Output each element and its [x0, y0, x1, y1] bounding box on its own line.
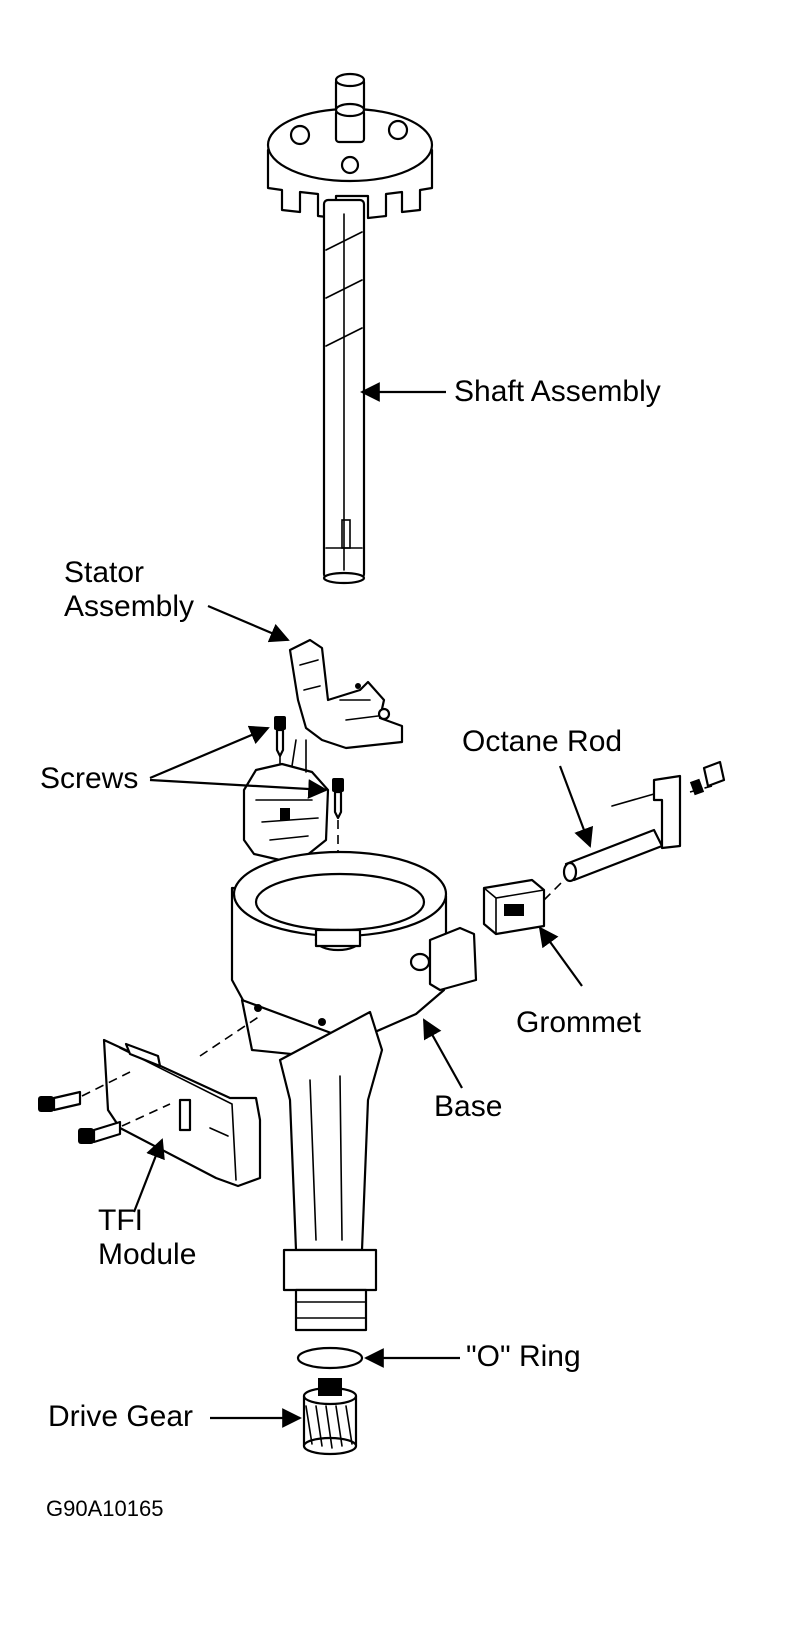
grommet: [482, 877, 567, 936]
stator-assembly: [242, 638, 404, 862]
leader-tfi-module: [132, 1138, 165, 1213]
leader-screw-upper: [149, 725, 270, 780]
base: [199, 850, 478, 1332]
tfi-screw-lower: [78, 1120, 122, 1144]
o-ring: [296, 1346, 364, 1370]
drive-gear: [302, 1378, 358, 1456]
octane-rod: [562, 760, 726, 883]
label-grommet: Grommet: [516, 1006, 642, 1039]
leader-grommet: [538, 926, 583, 987]
screws: [274, 716, 344, 860]
leader-screw-lower: [149, 778, 328, 799]
label-o-ring: "O" Ring: [466, 1340, 581, 1373]
leader-base: [423, 1018, 463, 1089]
leader-lines: [132, 382, 594, 1428]
label-screws: Screws: [40, 762, 139, 795]
leader-octane-rod: [558, 765, 594, 848]
label-drive-gear: Drive Gear: [48, 1400, 194, 1433]
figure-code: G90A10165: [46, 1496, 164, 1521]
label-shaft-assembly: Shaft Assembly: [454, 375, 661, 408]
shaft-assembly: [266, 72, 434, 585]
label-tfi-line1: TFI: [98, 1204, 143, 1237]
label-stator-line2: Assembly: [64, 590, 195, 623]
leader-stator-assembly: [207, 604, 290, 643]
tfi-module: [38, 1038, 262, 1188]
label-tfi-line2: Module: [98, 1238, 197, 1271]
label-base: Base: [434, 1090, 503, 1123]
tfi-screw-upper: [38, 1090, 82, 1112]
label-octane-rod: Octane Rod: [462, 725, 623, 758]
label-stator-line1: Stator: [64, 556, 145, 589]
